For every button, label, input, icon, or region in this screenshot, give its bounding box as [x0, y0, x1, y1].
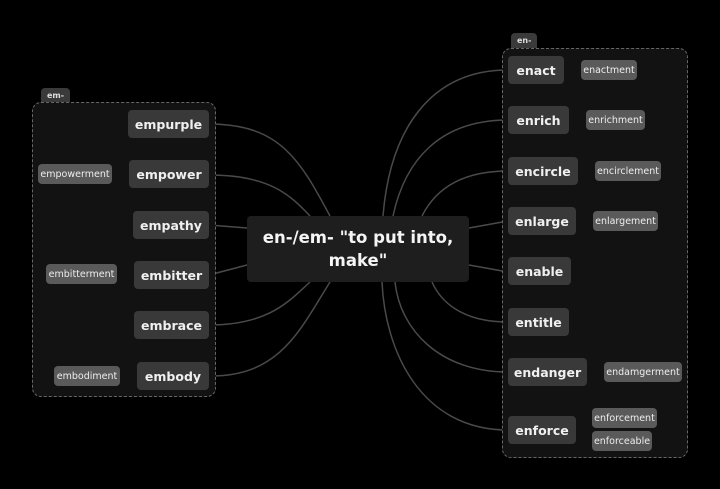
- sub-endamgerment[interactable]: endamgerment: [604, 362, 682, 382]
- sub-enactment[interactable]: enactment: [581, 60, 637, 80]
- node-embitter[interactable]: embitter: [134, 261, 209, 289]
- central-topic[interactable]: en-/em- "to put into, make": [247, 216, 469, 282]
- node-enable[interactable]: enable: [508, 257, 571, 285]
- node-entitle[interactable]: entitle: [508, 308, 569, 336]
- node-empathy[interactable]: empathy: [133, 211, 209, 239]
- node-empurple[interactable]: empurple: [128, 110, 209, 138]
- node-enforce[interactable]: enforce: [508, 416, 576, 444]
- sub-embodiment[interactable]: embodiment: [54, 366, 120, 386]
- group-em: [32, 102, 216, 397]
- group-tab-en: en-: [511, 33, 538, 48]
- node-empower[interactable]: empower: [129, 160, 209, 188]
- group-tab-em: em-: [41, 88, 71, 103]
- node-enact[interactable]: enact: [508, 56, 564, 84]
- sub-encirclement[interactable]: encirclement: [595, 161, 661, 181]
- node-embody[interactable]: embody: [137, 362, 209, 390]
- node-embrace[interactable]: embrace: [134, 311, 209, 339]
- sub-embitterment[interactable]: embitterment: [46, 264, 117, 284]
- sub-empowerment[interactable]: empowerment: [38, 164, 112, 184]
- node-enlarge[interactable]: enlarge: [508, 207, 576, 235]
- node-endanger[interactable]: endanger: [508, 358, 587, 386]
- sub-enforcement[interactable]: enforcement: [592, 408, 657, 428]
- node-encircle[interactable]: encircle: [508, 157, 578, 185]
- sub-enlargement[interactable]: enlargement: [593, 211, 658, 231]
- sub-enforceable[interactable]: enforceable: [592, 431, 652, 451]
- sub-enrichment[interactable]: enrichment: [586, 110, 645, 130]
- node-enrich[interactable]: enrich: [508, 106, 569, 134]
